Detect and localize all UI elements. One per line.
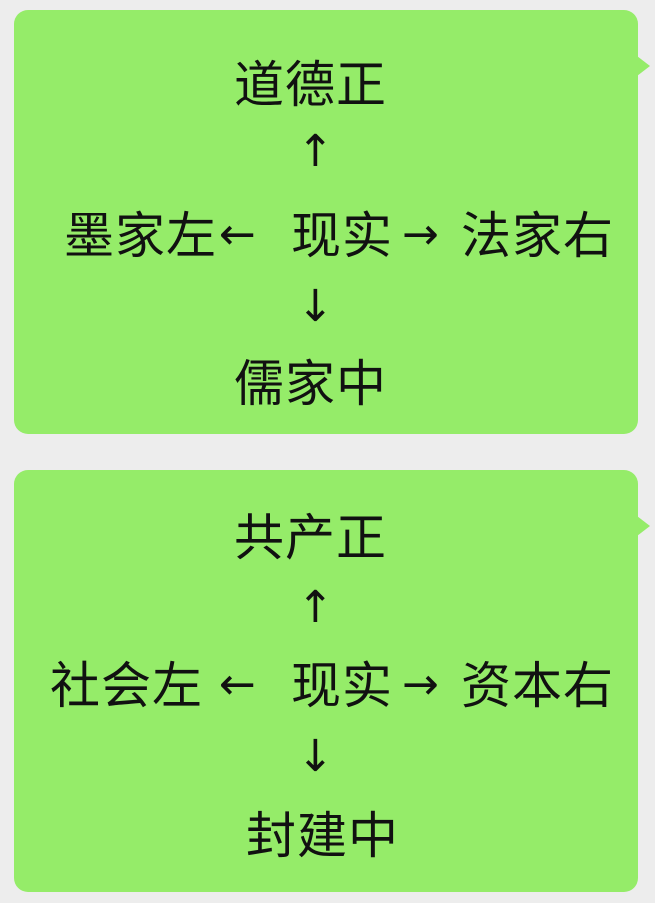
right-arrow-icon: →	[402, 209, 439, 260]
left-arrow-icon: ←	[219, 659, 256, 710]
center-label: 现实	[291, 207, 393, 265]
down-arrow-icon: ↓	[297, 731, 334, 782]
up-arrow-icon: ↑	[297, 582, 334, 633]
left-label: 社会左	[50, 657, 203, 715]
right-label: 法家右	[461, 207, 614, 265]
bottom-label: 封建中	[246, 807, 399, 865]
left-arrow-icon: ←	[219, 209, 256, 260]
top-label: 道德正	[234, 56, 387, 114]
down-arrow-icon: ↓	[297, 281, 334, 332]
top-label: 共产正	[234, 509, 387, 567]
chat-message-bubble[interactable]: 道德正 ↑ 墨家左 ← 现实 → 法家右 ↓ 儒家中	[14, 10, 650, 434]
up-arrow-icon: ↑	[297, 126, 334, 177]
right-arrow-icon: →	[402, 659, 439, 710]
bottom-label: 儒家中	[234, 355, 387, 413]
center-label: 现实	[291, 657, 393, 715]
left-label: 墨家左	[64, 207, 217, 265]
chat-message-bubble[interactable]: 共产正 ↑ 社会左 ← 现实 → 资本右 ↓ 封建中	[14, 470, 650, 892]
right-label: 资本右	[461, 657, 614, 715]
